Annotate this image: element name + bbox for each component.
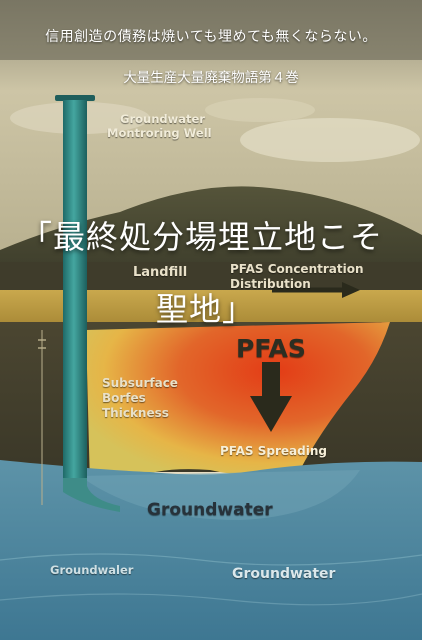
- groundwater-left-label: Groundwaler: [50, 563, 134, 577]
- pfas-label: PFAS: [236, 334, 306, 363]
- well-label-line1: Groundwater: [120, 112, 205, 126]
- concentration-label-line2: Distribution: [230, 277, 311, 291]
- concentration-label-line1: PFAS Concentration: [230, 262, 364, 276]
- subsurface-label-line1: Subsurface: [102, 376, 178, 390]
- cover-tagline: 信用創造の債務は焼いても埋めても無くならない。: [45, 29, 377, 45]
- cover-title-line1: 「最終処分場埋立地こそ: [20, 218, 384, 256]
- spreading-label: PFAS Spreading: [220, 444, 327, 458]
- cover-title-line2: 聖地」: [156, 290, 256, 328]
- well-label-line2: Montroring Well: [107, 126, 212, 140]
- groundwater-right-label: Groundwater: [232, 566, 336, 582]
- landfill-label: Landfill: [133, 265, 188, 280]
- subsurface-label-line3: Thickness: [102, 406, 169, 420]
- groundwater-main-label: Groundwater: [147, 500, 273, 520]
- series-label: 大量生産大量廃棄物語第４巻: [123, 70, 299, 86]
- subsurface-label-line2: Borfes: [102, 391, 146, 405]
